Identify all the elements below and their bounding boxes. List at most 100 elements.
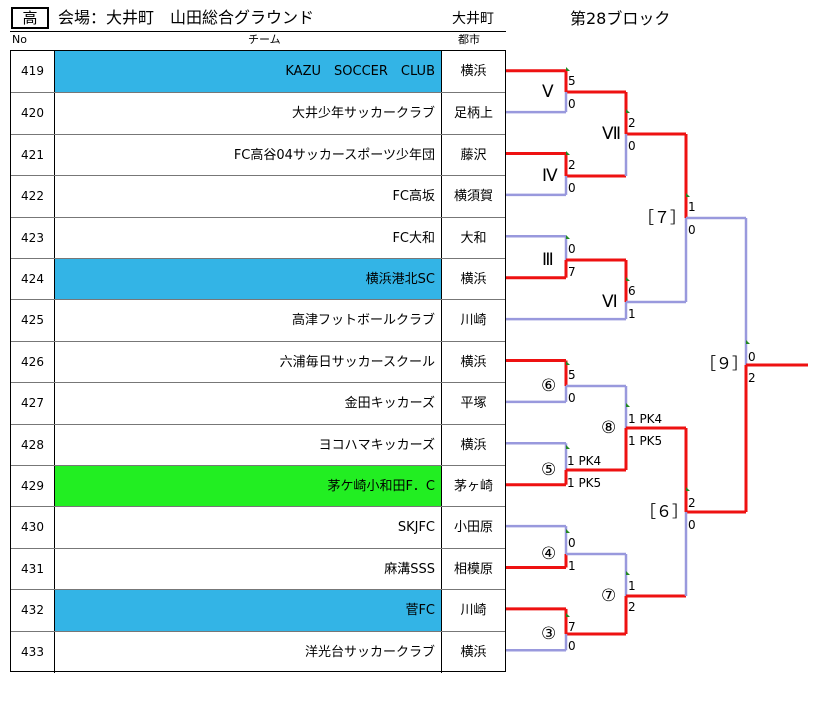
winner-marker-icon [566,361,570,365]
team-number: 428 [21,437,44,452]
match-label: ⑦ [601,586,617,606]
match-label: Ⅵ [602,292,618,312]
score-bottom: 7 [568,265,576,279]
score-bottom: 0 [688,223,696,237]
team-city: 横浜 [460,437,487,453]
score-top: 7 [568,620,576,634]
score-bottom: 0 [568,639,576,653]
score-top: 0 [748,350,756,364]
match-label: ⑥ [541,376,557,396]
score-top: 1 PK4 [567,454,602,468]
team-name: FC高坂 [54,176,442,218]
team-name: 麻溝SSS [54,548,442,590]
team-city: 足柄上 [453,106,493,122]
winner-marker-icon [566,151,570,155]
score-bottom: 2 [628,600,636,614]
score-top: 1 [628,579,636,593]
match-label: ③ [541,624,557,644]
match-label: Ⅶ [602,124,622,144]
winner-marker-icon [746,340,750,344]
column-header-no: No [12,33,27,46]
match-label: ④ [541,544,557,564]
team-number: 433 [21,644,44,659]
score-bottom: 1 PK5 [628,434,663,448]
team-name: KAZU SOCCER CLUB [54,51,442,93]
score-bottom: 0 [568,97,576,111]
score-bottom: 1 [568,559,576,573]
table-row: 421 FC高谷04サッカースポーツ少年団 藤沢 [11,133,505,176]
team-number: 420 [21,106,44,121]
winner-marker-icon [686,193,690,197]
table-row: 433 洋光台サッカークラブ 横浜 [11,630,505,673]
score-bottom: 0 [568,181,576,195]
team-name: 高津フットボールクラブ [54,300,442,342]
venue-title: 会場：大井町 山田総合グラウンド [58,8,315,27]
match-label: Ⅲ [542,250,554,270]
team-name: 茅ケ崎小和田F．C [54,466,442,507]
host-town: 大井町 [452,11,494,27]
team-city: 横浜 [460,272,487,287]
team-number: 430 [21,520,44,535]
score-top: 0 [568,242,576,256]
score-bottom: 0 [568,391,576,405]
winner-marker-icon [626,571,630,575]
score-top: 2 [688,496,696,510]
team-number: 429 [21,479,44,493]
winner-marker-icon [566,529,570,533]
team-number: 421 [21,147,44,162]
score-top: 1 [688,200,696,214]
team-city: 横浜 [460,64,487,79]
header-underline [10,31,506,32]
score-bottom: 0 [688,518,696,532]
winner-marker-icon [686,487,690,491]
team-number: 423 [21,230,44,245]
score-top: 2 [568,158,576,172]
match-label: ［９］ [700,354,749,373]
team-city: 小田原 [453,520,493,536]
team-number: 426 [21,354,44,369]
score-top: 1 PK4 [628,412,663,426]
team-name: FC高谷04サッカースポーツ少年団 [54,134,442,176]
team-city: 川崎 [460,603,487,619]
team-number: 431 [21,561,44,576]
team-name: 菅FC [54,590,442,632]
column-header-city: 都市 [458,33,480,46]
score-bottom: 2 [748,371,756,385]
winner-marker-icon [626,277,630,281]
match-label: ［７］ [638,208,687,227]
match-label: ⑧ [601,418,617,438]
team-name: 横浜港北SC [54,259,442,300]
winner-marker-icon [566,613,570,617]
team-city: 藤沢 [460,147,487,163]
team-name: 洋光台サッカークラブ [54,631,442,673]
table-row: 432 菅FC 川崎 [11,589,505,632]
table-row: 430 SKJFC 小田原 [11,506,505,549]
score-top: 2 [628,116,636,130]
team-city: 平塚 [460,396,487,412]
grade-badge: 高 [11,7,49,29]
team-city: 大和 [460,230,487,246]
team-city: 横浜 [460,644,487,660]
score-bottom: 1 PK5 [567,476,602,490]
team-number: 432 [21,603,44,618]
column-header-team: チーム [248,33,281,46]
winner-marker-icon [566,445,570,449]
team-number: 422 [21,189,44,204]
team-number: 424 [21,272,44,286]
team-name: 大井少年サッカークラブ [54,93,442,135]
team-city: 相模原 [453,561,493,577]
team-name: SKJFC [54,507,442,549]
team-name: 金田キッカーズ [54,383,442,425]
score-bottom: 1 [628,307,636,321]
match-label: ［６］ [640,502,689,521]
